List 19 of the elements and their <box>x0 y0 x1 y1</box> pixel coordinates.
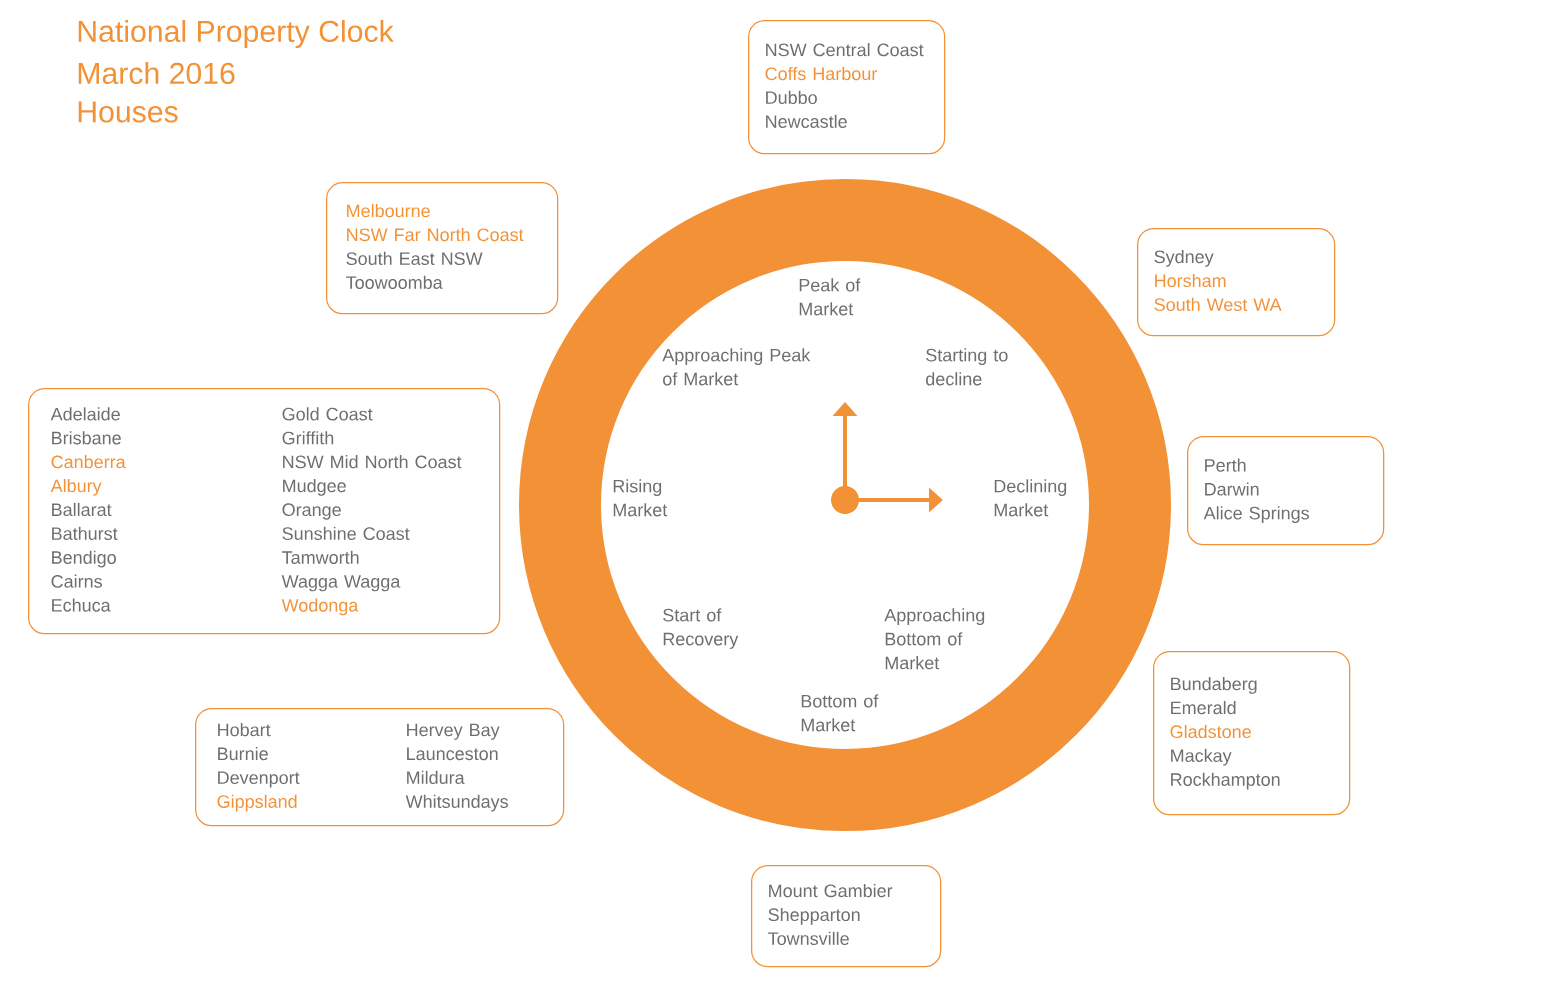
phase-label: Bottom of Market <box>801 694 879 732</box>
list-box: Mount Gambier Shepparton Townsville <box>751 865 942 968</box>
phase-label: Start of Recovery <box>663 608 739 649</box>
phase-label: Approaching Peak of Market <box>662 348 811 386</box>
phase-label: Approaching Bottom of Market <box>884 608 985 670</box>
list-box: Melbourne NSW Far North Coast South East NSW Toowoomba <box>326 182 559 315</box>
diagram-title: National Property Clock <box>78 19 394 49</box>
list-box: Adelaide Gold Coast Brisbane Griffith Canberra NSW Mid North Coast Albury Mudgee Ballarat Orange Bathurst Sunshine Coast Bendigo Tamworth Cairns Wagga Wagga Echuca Wodonga <box>28 388 501 635</box>
subtitle: March 2016 <box>78 61 235 85</box>
phase-label: Declining Market <box>994 479 1067 517</box>
list-box: NSW Central Coast Coffs Harbour Dubbo Newcastle <box>748 20 946 155</box>
phase-label: Rising Market <box>613 479 668 517</box>
list-box: Hobart Hervey Bay Burnie Launceston Devenport Mildura Gippsland Whitsundays <box>195 708 565 827</box>
list-box: Perth Darwin Alice Springs <box>1187 436 1385 546</box>
phase-label: Starting to decline <box>926 348 1008 386</box>
list-box: Bundaberg Emerald Gladstone Mackay Rockhampton <box>1153 651 1351 816</box>
phase-label: Peak of Market <box>799 278 861 316</box>
subtitle: Houses <box>78 101 178 123</box>
list-box: Sydney Horsham South West WA <box>1137 228 1336 337</box>
